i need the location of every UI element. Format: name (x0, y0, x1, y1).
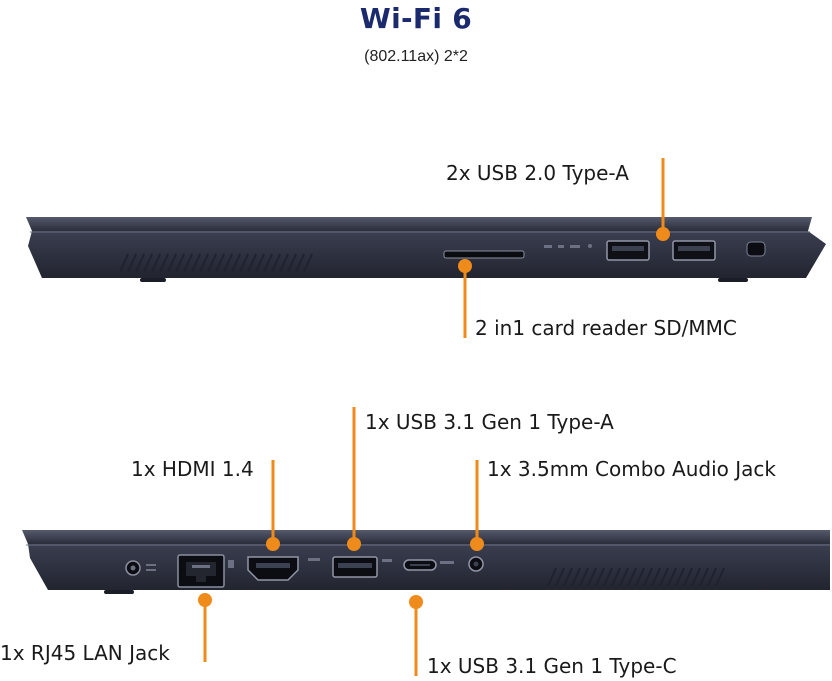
callout-dot-card-reader (458, 259, 472, 273)
callout-dot-audio (470, 537, 484, 551)
dc-power-jack (125, 560, 156, 576)
usb-c-port (403, 559, 437, 571)
vent-grille-left (547, 567, 725, 587)
hdmi-port (247, 556, 299, 581)
laptop-left-side (22, 530, 830, 594)
page-title: Wi-Fi 6 (359, 2, 473, 35)
kensington-lock-slot (746, 241, 766, 257)
usb-a-3-1-port (332, 556, 378, 578)
vent-grille (119, 253, 313, 273)
callout-lines (198, 158, 670, 676)
label-usb-3-1-type-c: 1x USB 3.1 Gen 1 Type-C (427, 654, 677, 678)
label-card-reader: 2 in1 card reader SD/MMC (475, 316, 737, 340)
callout-dot-rj45 (198, 593, 212, 607)
laptop-right-side (26, 217, 826, 282)
small-port-icons (544, 244, 592, 248)
label-hdmi: 1x HDMI 1.4 (131, 457, 254, 481)
page-subtitle: (802.11ax) 2*2 (364, 48, 468, 65)
label-rj45: 1x RJ45 LAN Jack (0, 641, 170, 665)
callout-dot-hdmi (266, 537, 280, 551)
sd-card-slot (443, 250, 525, 259)
callout-dot-usb2 (656, 227, 670, 241)
callout-dot-usb-a-3-1 (347, 537, 361, 551)
label-usb-3-1-type-a: 1x USB 3.1 Gen 1 Type-A (365, 410, 614, 434)
callout-dot-usb-c (409, 595, 423, 609)
audio-jack-port (468, 556, 484, 572)
label-usb-2-type-a: 2x USB 2.0 Type-A (446, 161, 629, 185)
label-audio-jack: 1x 3.5mm Combo Audio Jack (487, 457, 776, 481)
rj45-port (177, 554, 225, 588)
